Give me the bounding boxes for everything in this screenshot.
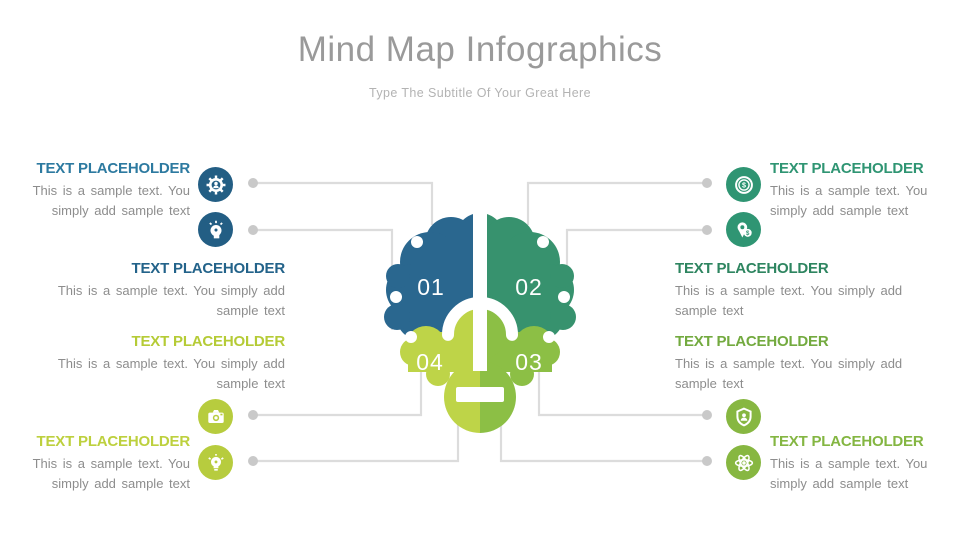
block-body: This is a sample text. You simply add sa…	[57, 283, 285, 319]
quadrant-number-1: 01	[417, 274, 445, 300]
puzzle-notches	[390, 236, 570, 343]
text-block-right-2: TEXT PLACEHOLDER This is a sample text. …	[675, 260, 925, 321]
block-body: This is a sample text. You simply add sa…	[675, 283, 903, 319]
block-heading: TEXT PLACEHOLDER	[675, 260, 829, 277]
connector-lines	[253, 181, 707, 463]
block-heading: TEXT PLACEHOLDER	[131, 260, 286, 277]
block-heading: TEXT PLACEHOLDER	[131, 333, 286, 350]
camera-icon	[198, 399, 233, 434]
block-body: This is a sample text. You simply add sa…	[32, 183, 190, 219]
text-block-right-4: TEXT PLACEHOLDER This is a sample text. …	[770, 433, 945, 494]
svg-text:$: $	[746, 231, 750, 237]
brain-arch	[442, 296, 518, 341]
svg-text:$: $	[742, 181, 746, 189]
text-block-left-4: TEXT PLACEHOLDER This is a sample text. …	[15, 433, 191, 494]
brain-mouth-bar	[456, 387, 504, 402]
text-block-left-3: TEXT PLACEHOLDER This is a sample text. …	[35, 333, 285, 394]
text-block-left-2: TEXT PLACEHOLDER This is a sample text. …	[35, 260, 285, 321]
block-body: This is a sample text. You simply add sa…	[770, 183, 928, 219]
block-body: This is a sample text. You simply add sa…	[57, 356, 285, 392]
block-body: This is a sample text. You simply add sa…	[770, 456, 928, 492]
brain-quadrant-1	[384, 213, 480, 340]
atom-icon	[726, 445, 761, 480]
shield-user-icon	[726, 399, 761, 434]
text-block-right-3: TEXT PLACEHOLDER This is a sample text. …	[675, 333, 925, 394]
block-heading: TEXT PLACEHOLDER	[36, 433, 191, 450]
block-heading: TEXT PLACEHOLDER	[770, 160, 924, 177]
block-heading: TEXT PLACEHOLDER	[770, 433, 924, 450]
block-body: This is a sample text. You simply add sa…	[675, 356, 903, 392]
quadrant-number-2: 02	[515, 274, 543, 300]
money-pin-icon: $	[726, 212, 761, 247]
connector-dots	[248, 178, 712, 466]
block-heading: TEXT PLACEHOLDER	[675, 333, 829, 350]
block-body: This is a sample text. You simply add sa…	[32, 456, 190, 492]
gear-user-icon	[198, 167, 233, 202]
text-block-right-1: TEXT PLACEHOLDER This is a sample text. …	[770, 160, 945, 221]
quadrant-number-3: 03	[515, 349, 543, 375]
page-subtitle: Type The Subtitle Of Your Great Here	[369, 86, 591, 100]
idea-head-icon	[198, 212, 233, 247]
lightbulb-icon	[198, 445, 233, 480]
block-heading: TEXT PLACEHOLDER	[36, 160, 191, 177]
text-block-left-1: TEXT PLACEHOLDER This is a sample text. …	[15, 160, 191, 221]
coin-icon: $	[726, 167, 761, 202]
quadrant-number-4: 04	[416, 349, 444, 375]
page-title: Mind Map Infographics	[297, 30, 663, 69]
brain-center-bar	[473, 211, 487, 371]
